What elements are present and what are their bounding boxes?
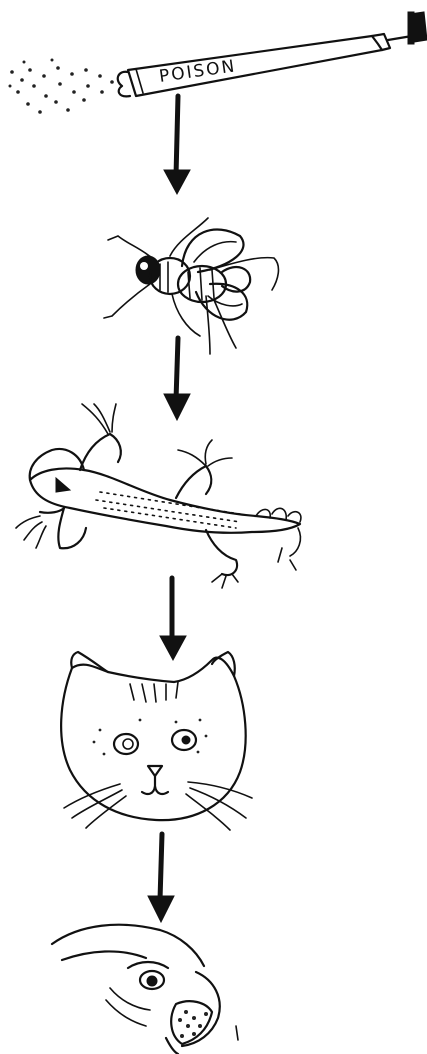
bird-of-prey-icon [52,925,238,1054]
arrow-lizard-to-cat [160,578,186,660]
arrow-fly-to-lizard [164,338,190,420]
arrow-spray-to-fly [164,96,190,194]
spray-mist [9,59,114,114]
arrow-cat-to-bird [148,834,174,922]
spray-can-label: POISON [158,56,238,87]
cat-icon [61,652,252,830]
fly-icon [104,218,278,354]
spray-can-icon: POISON [9,12,427,114]
lizard-icon [16,404,301,588]
